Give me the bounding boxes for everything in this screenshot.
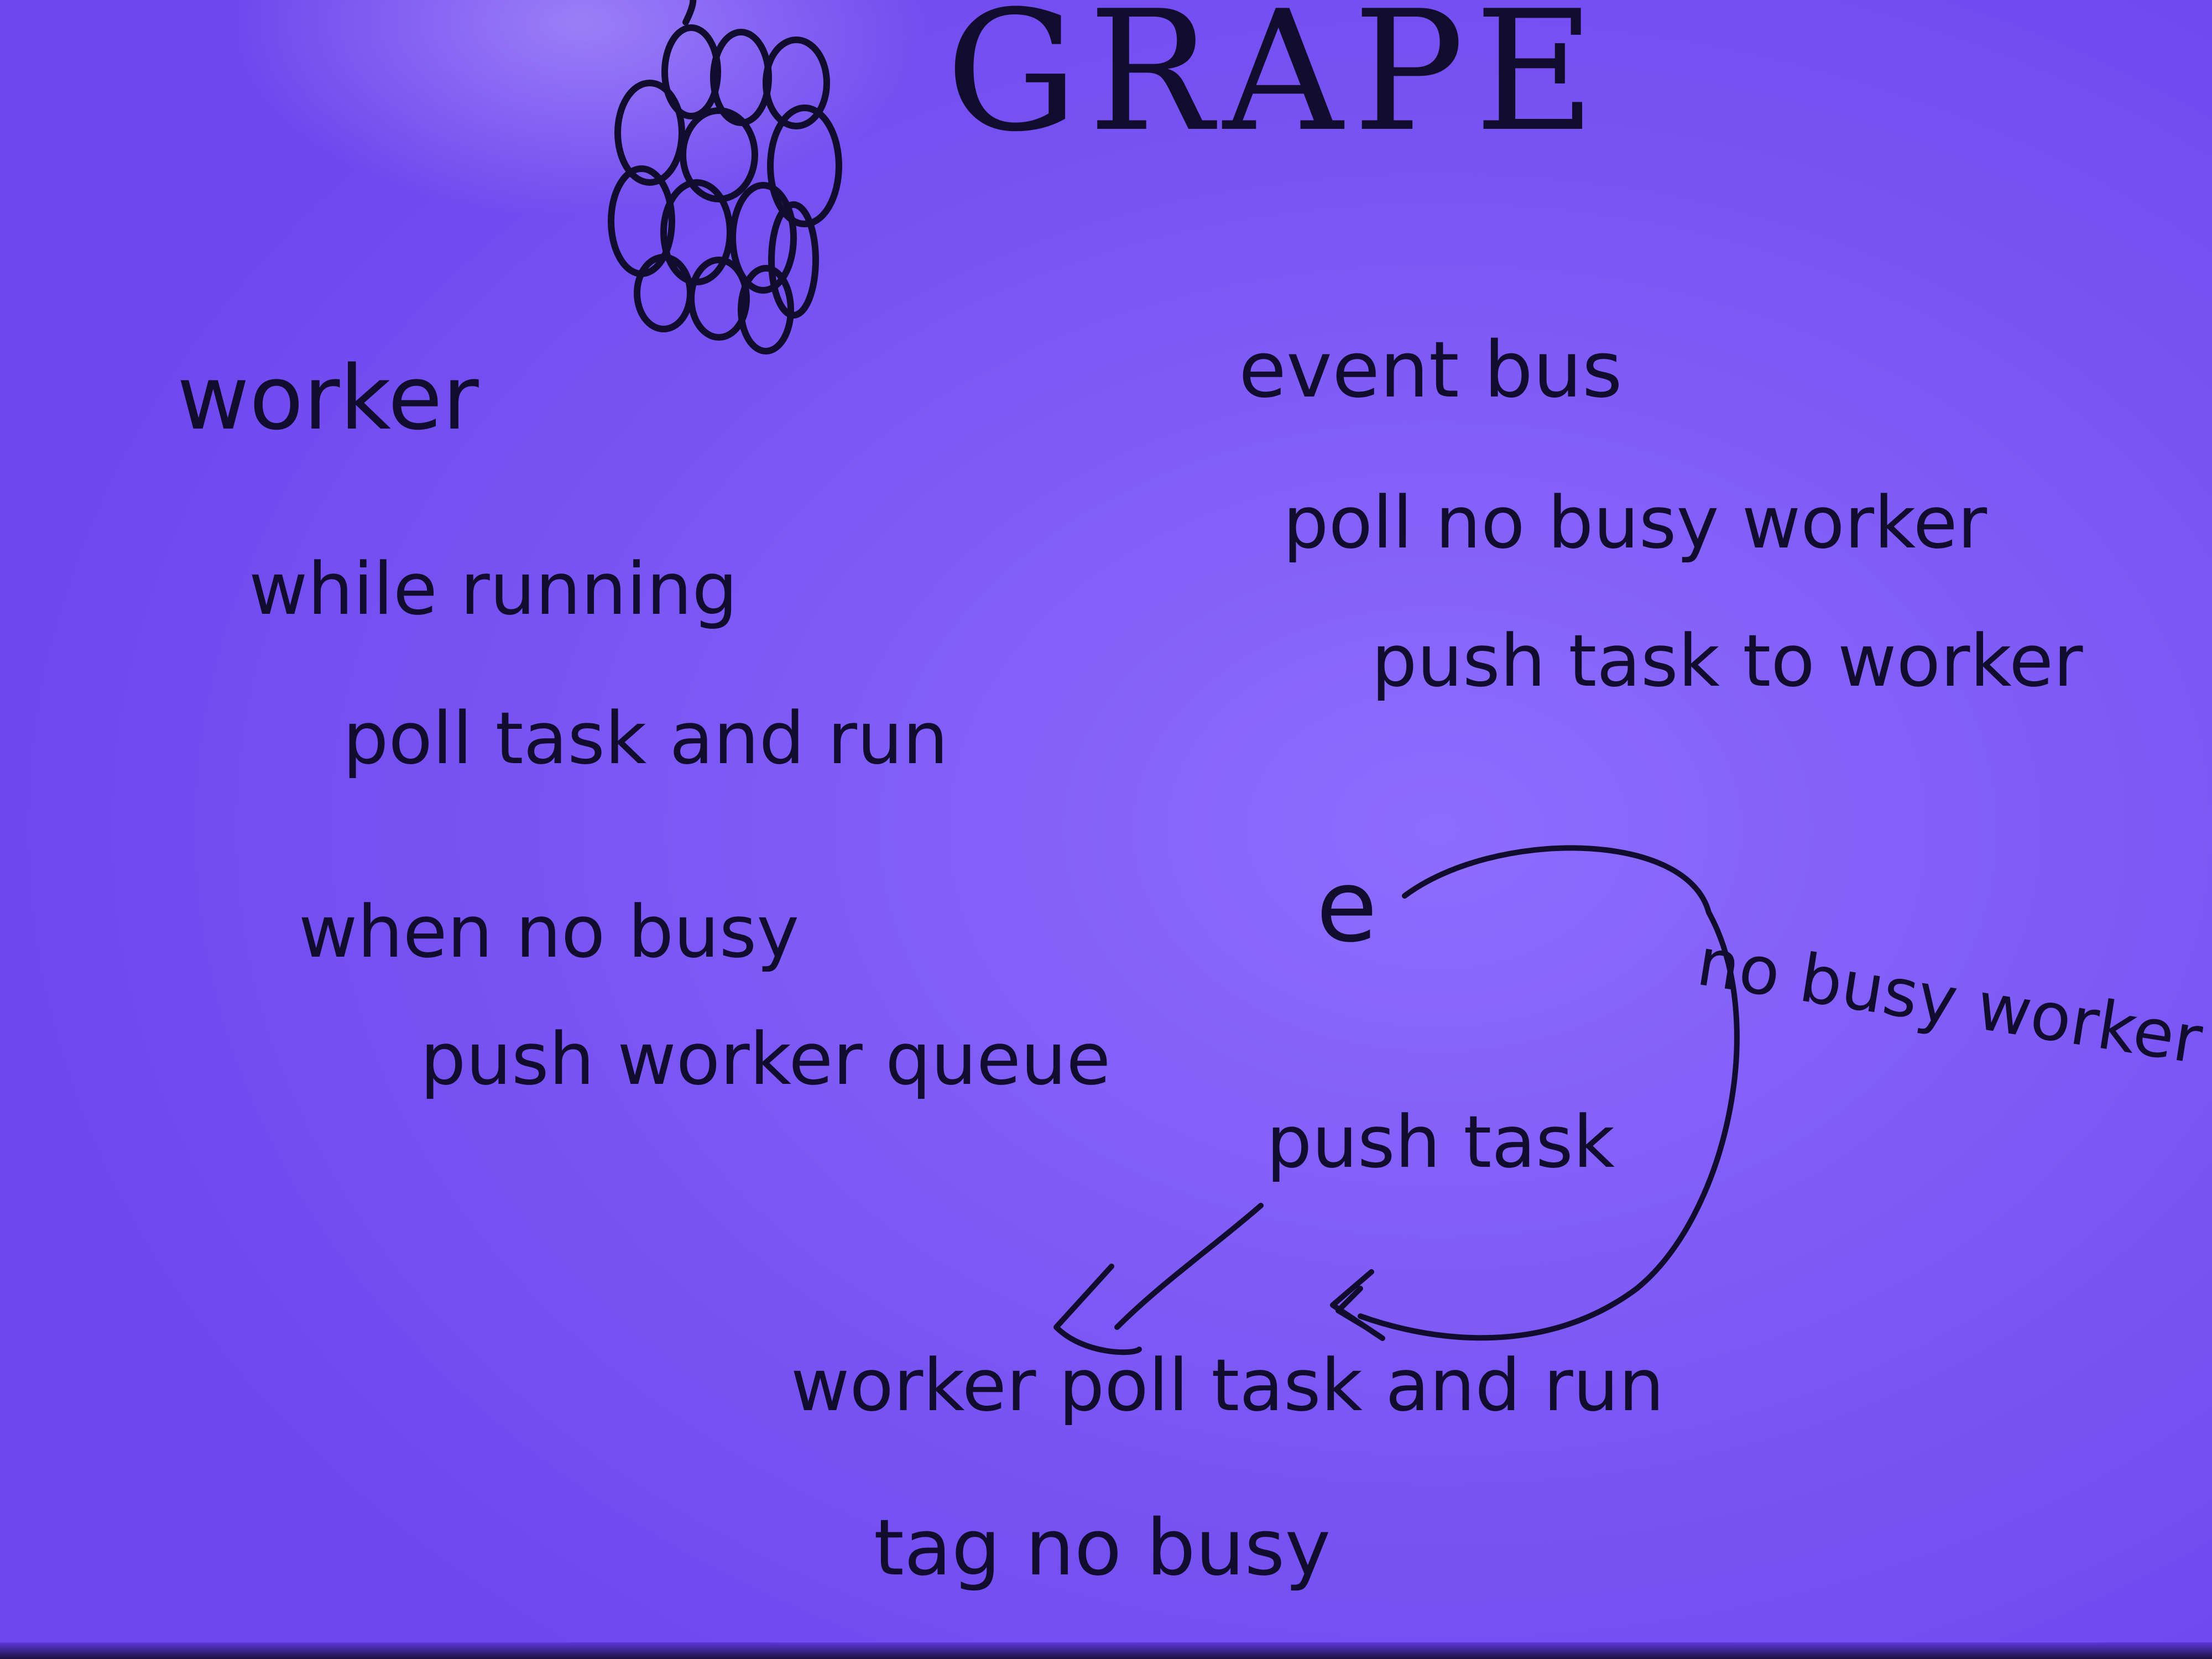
event-bus-step-poll: poll no busy worker xyxy=(1283,481,1987,565)
board-frame-edge xyxy=(0,1642,2212,1659)
push-task-arrowhead xyxy=(1053,1264,1142,1355)
push-task-arrow xyxy=(1114,1203,1264,1330)
event-bus-step-push: push task to worker xyxy=(1371,619,2083,703)
worker-node-line-poll: worker poll task and run xyxy=(791,1343,1665,1427)
arc-no-busy-worker-arrow xyxy=(1358,845,1740,1341)
worker-heading: worker xyxy=(177,346,479,450)
flow-arrows xyxy=(1053,845,1740,1355)
event-bus-node: e xyxy=(1316,849,1378,964)
edge-label-push-task: push task xyxy=(1266,1100,1615,1184)
worker-step-when-no-busy: when no busy xyxy=(299,890,800,974)
worker-node-line-tag: tag no busy xyxy=(874,1503,1331,1593)
arc-arrowhead xyxy=(1330,1269,1385,1341)
event-bus-heading: event bus xyxy=(1239,325,1623,415)
page-title: GRAPE xyxy=(946,0,1606,168)
worker-step-while-running: while running xyxy=(249,547,738,631)
worker-step-push-queue: push worker queue xyxy=(420,1017,1111,1101)
worker-step-poll-task: poll task and run xyxy=(343,696,948,780)
grape-cluster-icon xyxy=(608,0,842,354)
